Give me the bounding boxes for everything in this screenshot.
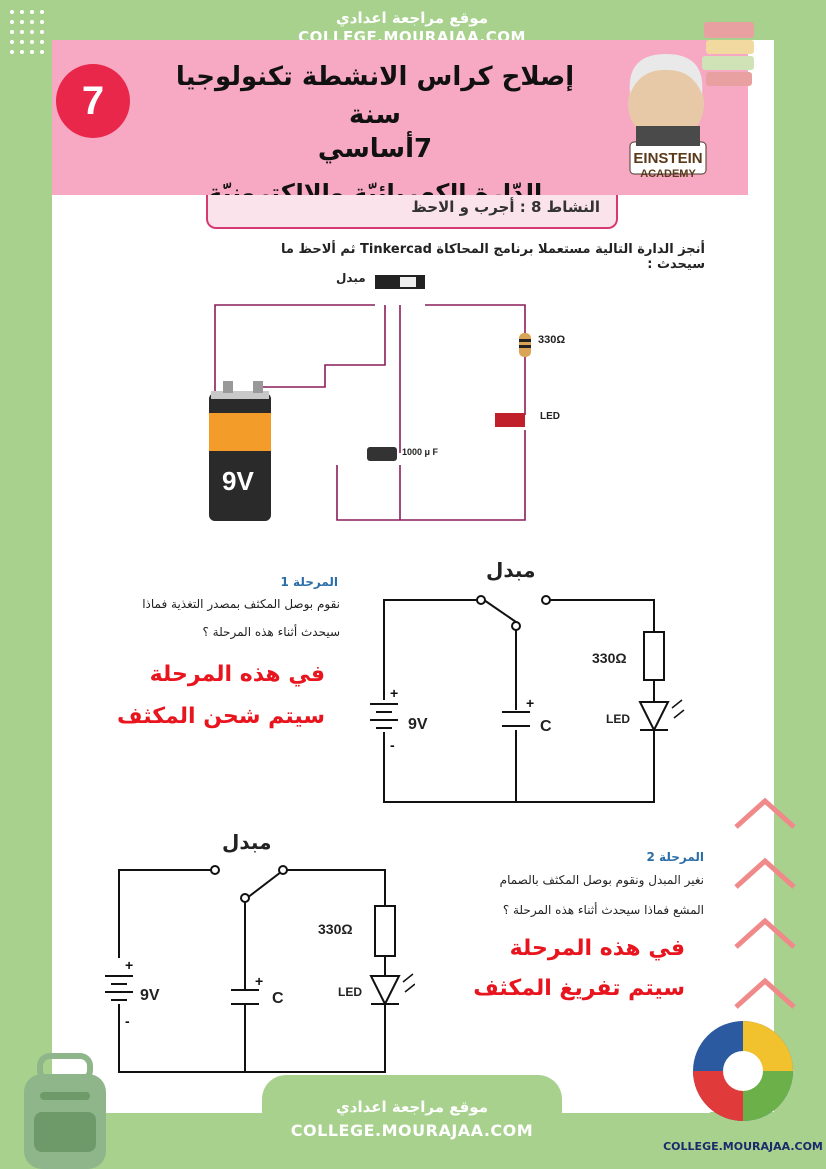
books-icon <box>628 22 754 175</box>
sim-led-label: LED <box>540 411 560 422</box>
chevron-up-icon <box>734 917 796 949</box>
site-name: موقع مراجعة اعدادي <box>336 9 488 27</box>
led-icon <box>638 699 685 733</box>
tinkercad-circuit <box>209 275 531 521</box>
chevron-up-icon <box>734 857 796 889</box>
logo-word-einstein: EINSTEIN <box>633 150 703 167</box>
capacitor-icon <box>231 989 259 1005</box>
subjects-wheel-icon <box>693 1021 793 1121</box>
stage1-switch-label: مبدل <box>486 558 536 582</box>
stage2-question-line2: المشع فماذا سيحدث أثناء هذه المرحلة ؟ <box>502 903 704 917</box>
sim-switch-label: مبدل <box>336 271 366 285</box>
stage2-capacitor-label: C <box>272 990 284 1007</box>
stage2-answer-line1: في هذه المرحلة <box>509 936 685 961</box>
stage1-led-label: LED <box>606 712 630 726</box>
grade-badge: 7 <box>56 64 130 138</box>
stage2-led-label: LED <box>338 985 362 999</box>
site-tab-bottom[interactable]: موقع مراجعة اعدادي COLLEGE.MOURAJAA.COM <box>262 1075 562 1155</box>
capacitor-icon <box>367 447 397 461</box>
stage2-question-line1: نغير المبدل ونقوم بوصل المكثف بالصمام <box>499 873 704 887</box>
svg-text:+: + <box>390 685 398 701</box>
frame-left <box>0 0 52 1169</box>
logo-word-academy: ACADEMY <box>640 168 696 180</box>
activity-instruction: أنجز الدارة التالية مستعملا برنامج المحا… <box>281 242 705 272</box>
chevron-up-icon <box>734 977 796 1009</box>
footer-site-url[interactable]: COLLEGE.MOURAJAA.COM <box>290 1121 534 1140</box>
stage1-capacitor-label: C <box>540 718 552 735</box>
stage1-answer-line2: سيتم شحن المكثف <box>117 704 325 729</box>
svg-text:+: + <box>526 695 534 711</box>
stage1-title: المرحلة 1 <box>280 575 339 589</box>
battery-icon <box>370 703 398 729</box>
stage2-resistor-label: 330Ω <box>318 921 353 937</box>
footer-site-name: موقع مراجعة اعدادي <box>336 1098 488 1116</box>
battery-icon <box>105 975 133 1001</box>
stage2-battery-label: 9V <box>140 987 160 1004</box>
stage1-resistor-label: 330Ω <box>592 650 627 666</box>
chevron-up-icon <box>734 797 796 829</box>
resistor-icon <box>374 905 396 957</box>
svg-text:-: - <box>390 737 395 753</box>
battery-icon <box>209 381 271 521</box>
sim-battery-label: 9V <box>222 466 254 496</box>
stage1-answer-line1: في هذه المرحلة <box>149 662 325 687</box>
stage2-title: المرحلة 2 <box>646 850 705 864</box>
decorative-dots <box>10 10 44 54</box>
svg-text:+: + <box>125 957 133 973</box>
stage1-schematic: + - + <box>370 595 685 803</box>
page-title: إصلاح كراس الانشطة تكنولوجيا سنة 7أساسي … <box>150 58 600 212</box>
led-icon <box>495 413 525 427</box>
svg-text:-: - <box>125 1013 130 1029</box>
stage2-switch-label: مبدل <box>222 830 272 854</box>
svg-text:+: + <box>255 973 263 989</box>
stage2-schematic: + - + <box>105 865 415 1073</box>
capacitor-icon <box>502 711 530 727</box>
frame-right <box>774 0 826 1169</box>
title-line2: 7أساسي <box>317 134 433 164</box>
einstein-academy-logo: EINSTEIN ACADEMY <box>606 14 756 194</box>
led-icon <box>369 973 415 1007</box>
activity-header <box>206 195 618 229</box>
sim-resistor-label: 330Ω <box>538 334 566 346</box>
stage1-question-line2: سيحدث أثناء هذه المرحلة ؟ <box>202 625 340 639</box>
activity-title: النشاط 8 : أجرب و الاحظ <box>411 198 600 216</box>
backpack-icon <box>24 1053 106 1169</box>
title-line1: إصلاح كراس الانشطة تكنولوجيا سنة <box>175 62 575 130</box>
stage1-battery-label: 9V <box>408 716 428 733</box>
corner-site-url[interactable]: COLLEGE.MOURAJAA.COM <box>663 1140 823 1153</box>
stage1-question-line1: نقوم بوصل المكثف بمصدر التغذية فماذا <box>142 597 340 611</box>
stage2-answer-line2: سيتم تفريغ المكثف <box>473 976 685 1001</box>
sim-capacitor-label: 1000 μ F <box>402 447 439 457</box>
resistor-icon <box>643 631 665 681</box>
